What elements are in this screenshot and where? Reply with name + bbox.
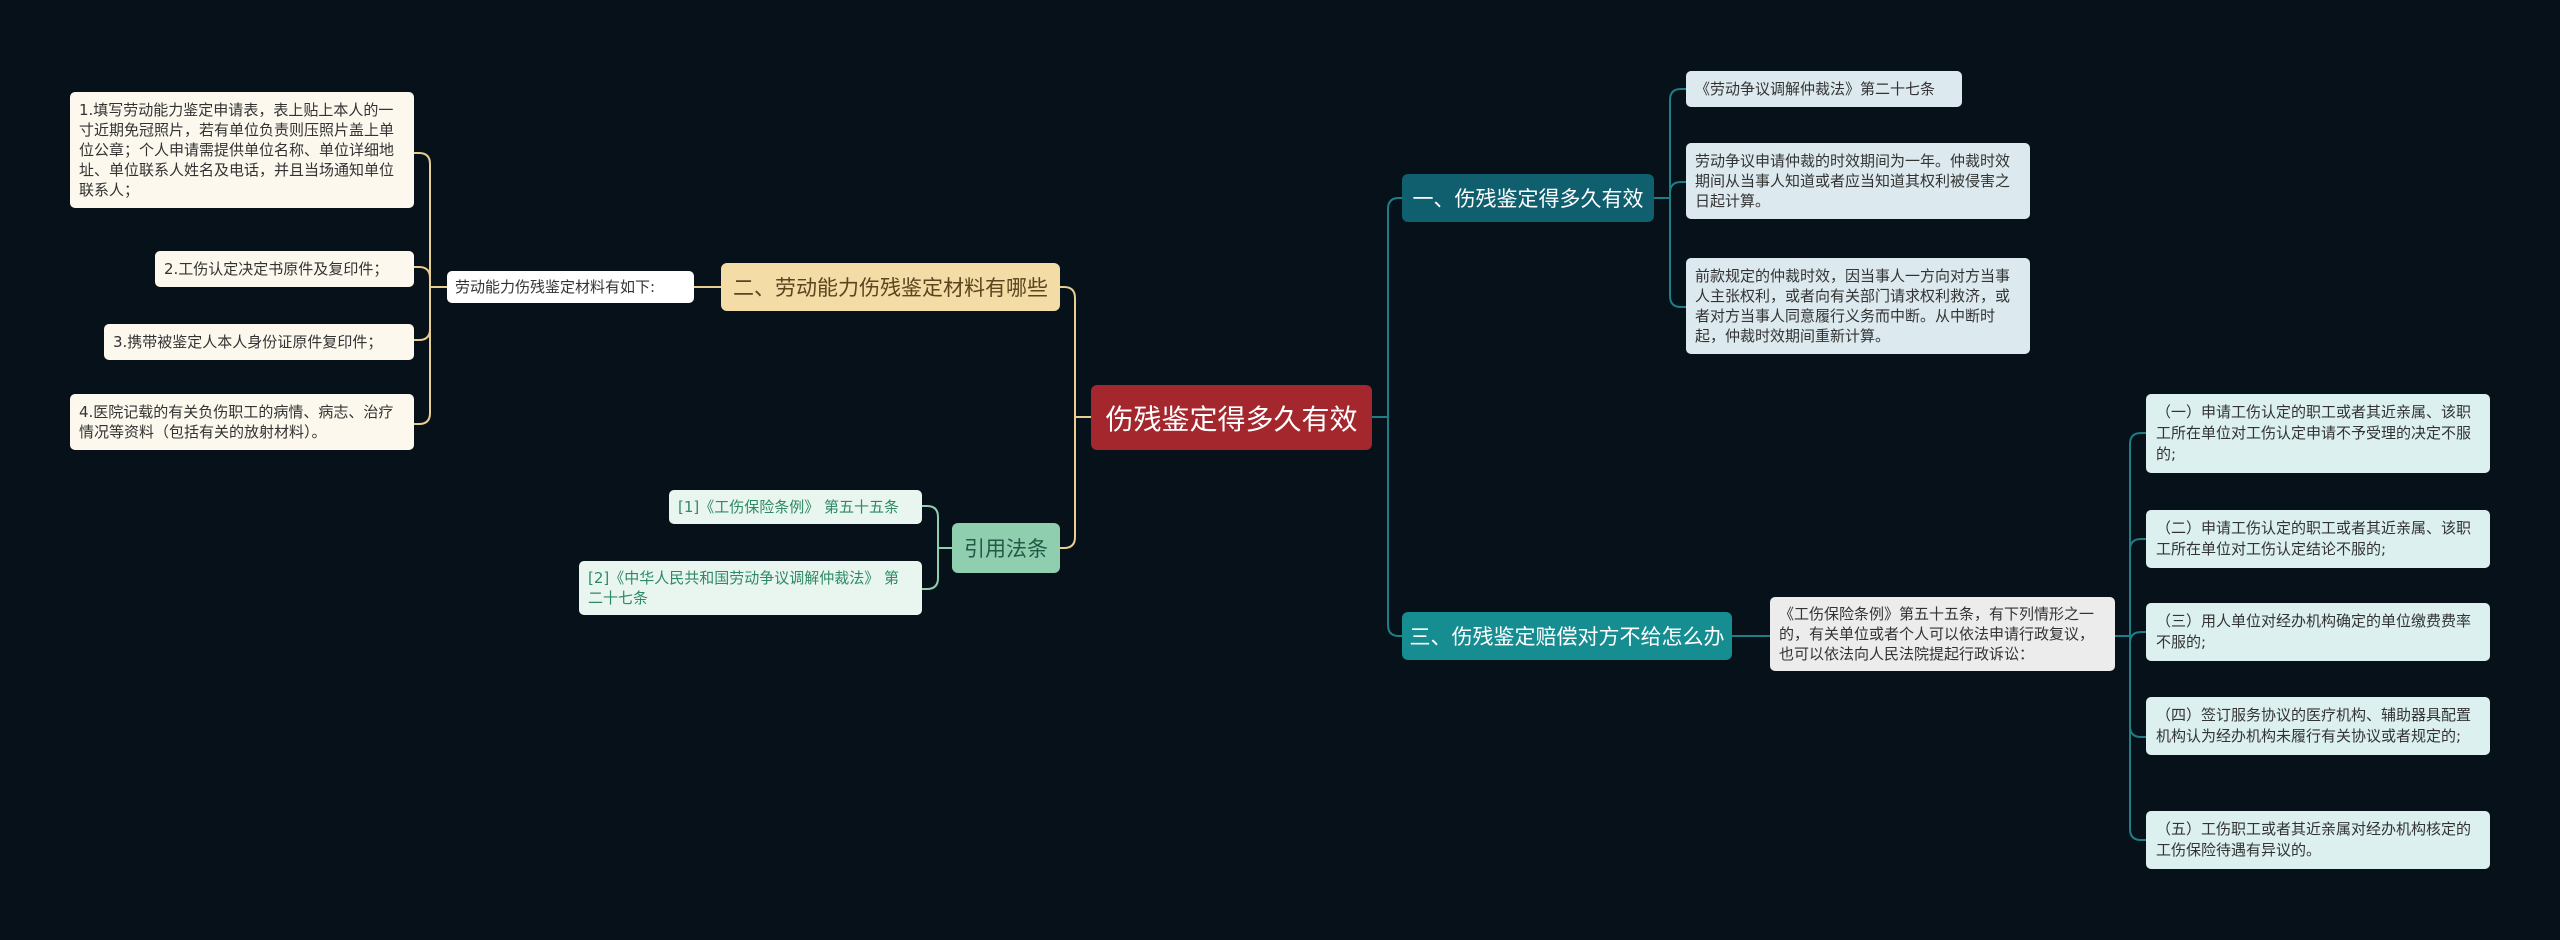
branch-compensation[interactable]: 三、伤残鉴定赔偿对方不给怎么办 [1402, 612, 1732, 660]
compensation-item-4[interactable]: （四）签订服务协议的医疗机构、辅助器具配置机构认为经办机构未履行有关协议或者规定… [2146, 697, 2490, 755]
validity-item-1[interactable]: 《劳动争议调解仲裁法》第二十七条 [1686, 71, 1962, 107]
branch-laws[interactable]: 引用法条 [952, 523, 1060, 573]
materials-intro[interactable]: 劳动能力伤残鉴定材料有如下: [447, 271, 694, 303]
materials-item-2[interactable]: 2.工伤认定决定书原件及复印件； [155, 251, 414, 287]
law-item-2[interactable]: [2]《中华人民共和国劳动争议调解仲裁法》 第二十七条 [579, 561, 922, 615]
compensation-intro[interactable]: 《工伤保险条例》第五十五条，有下列情形之一的，有关单位或者个人可以依法申请行政复… [1770, 597, 2115, 671]
compensation-item-1[interactable]: （一）申请工伤认定的职工或者其近亲属、该职工所在单位对工伤认定申请不予受理的决定… [2146, 394, 2490, 473]
materials-item-4[interactable]: 4.医院记载的有关负伤职工的病情、病志、治疗情况等资料（包括有关的放射材料）。 [70, 394, 414, 450]
validity-item-2[interactable]: 劳动争议申请仲裁的时效期间为一年。仲裁时效期间从当事人知道或者应当知道其权利被侵… [1686, 143, 2030, 219]
compensation-item-5[interactable]: （五）工伤职工或者其近亲属对经办机构核定的工伤保险待遇有异议的。 [2146, 811, 2490, 869]
compensation-item-2[interactable]: （二）申请工伤认定的职工或者其近亲属、该职工所在单位对工伤认定结论不服的; [2146, 510, 2490, 568]
law-item-1[interactable]: [1]《工伤保险条例》 第五十五条 [669, 490, 922, 524]
validity-item-3[interactable]: 前款规定的仲裁时效，因当事人一方向对方当事人主张权利，或者向有关部门请求权利救济… [1686, 258, 2030, 354]
compensation-item-3[interactable]: （三）用人单位对经办机构确定的单位缴费费率不服的; [2146, 603, 2490, 661]
materials-item-1[interactable]: 1.填写劳动能力鉴定申请表，表上贴上本人的一寸近期免冠照片，若有单位负责则压照片… [70, 92, 414, 208]
branch-materials[interactable]: 二、劳动能力伤残鉴定材料有哪些 [721, 263, 1060, 311]
materials-item-3[interactable]: 3.携带被鉴定人本人身份证原件复印件； [104, 324, 414, 360]
branch-validity[interactable]: 一、伤残鉴定得多久有效 [1402, 174, 1654, 222]
root-topic[interactable]: 伤残鉴定得多久有效 [1091, 385, 1372, 450]
